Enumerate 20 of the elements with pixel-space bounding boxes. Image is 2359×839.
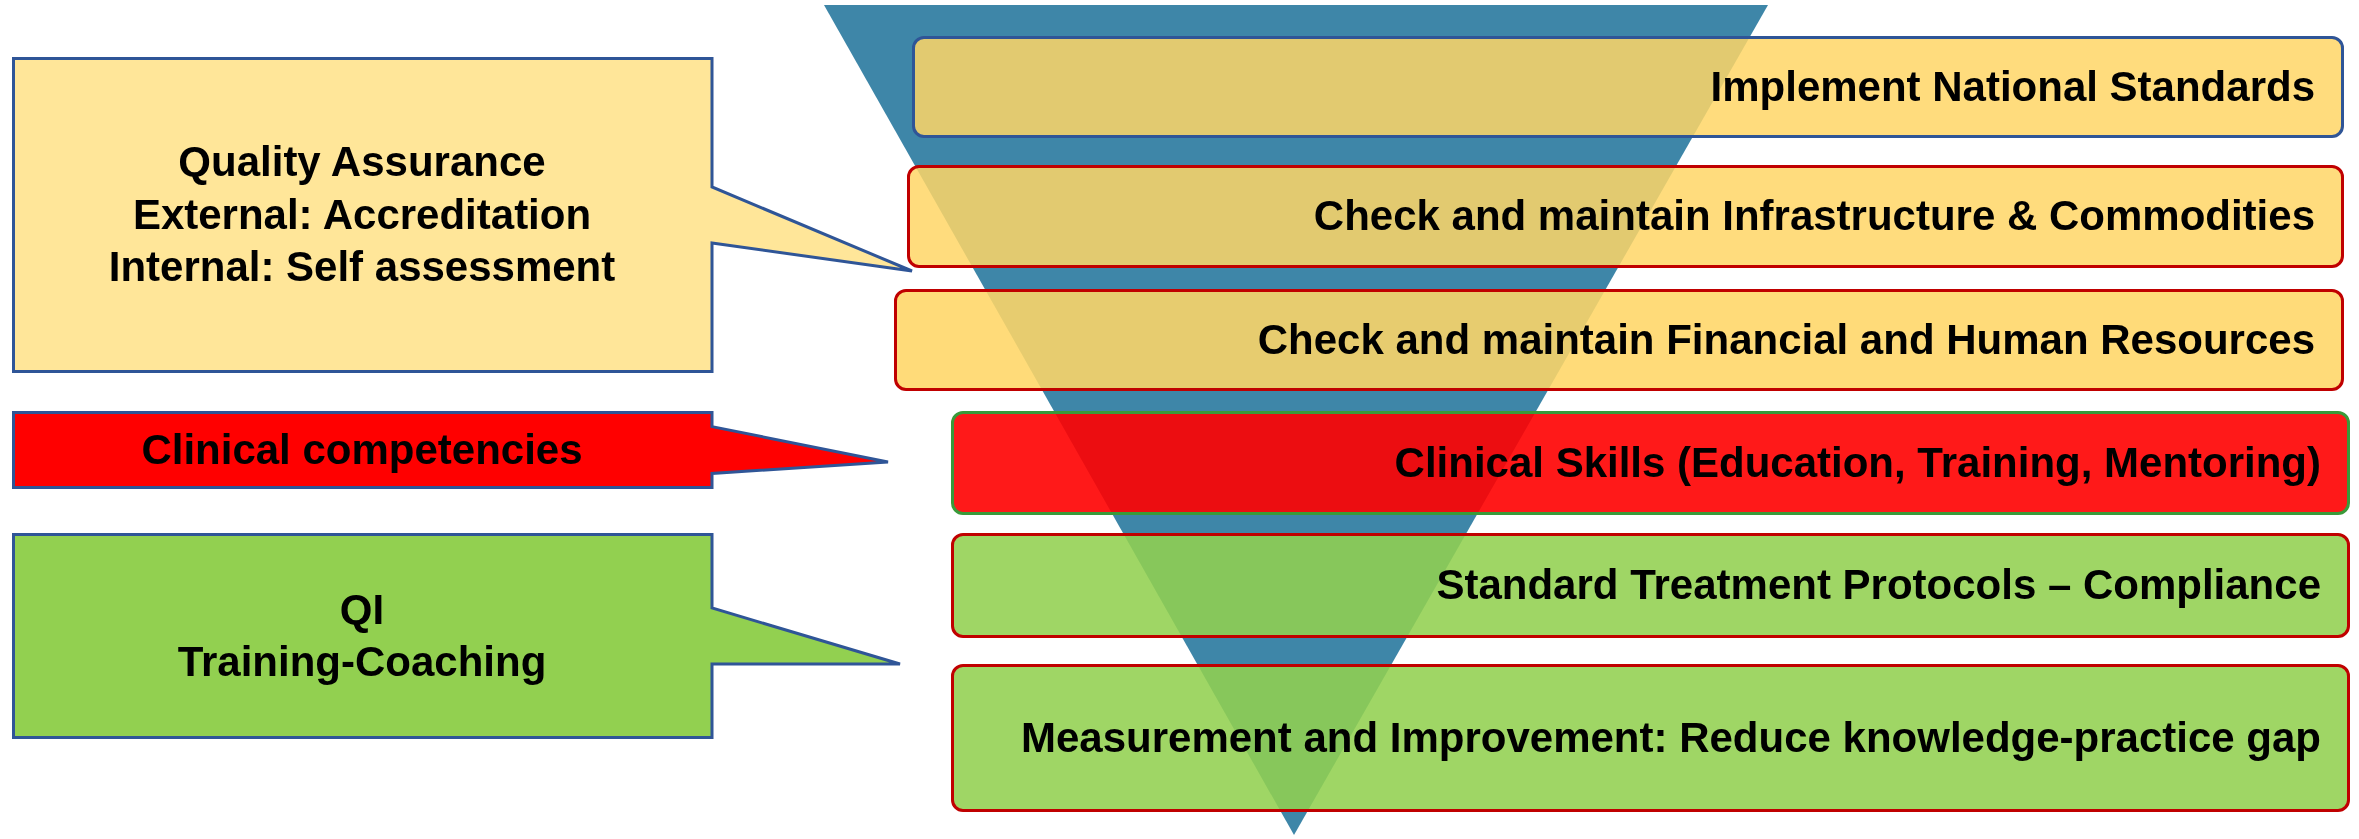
- callout-box: [12, 533, 902, 739]
- step-bar: [894, 289, 2344, 391]
- step-text: Standard Treatment Protocols – Compliance: [1436, 560, 2321, 611]
- step-bar: [907, 165, 2344, 268]
- callout-text: Quality Assurance: [178, 137, 546, 188]
- callout-text: External: Accreditation: [132, 189, 592, 240]
- callout-text: Training-Coaching: [177, 637, 547, 687]
- step-text: Check and maintain Financial and Human Resources: [1257, 314, 2315, 365]
- step-bar: [951, 533, 2350, 638]
- step-text: Measurement and Improvement: Reduce knowledge-practice gap: [1021, 712, 2321, 763]
- callout-text: Internal: Self assessment: [108, 242, 616, 293]
- step-text: Clinical Skills (Education, Training, Mentoring): [1394, 437, 2321, 488]
- callout-text: Clinical competencies: [141, 424, 583, 475]
- step-text: Check and maintain Infrastructure & Commodities: [1313, 191, 2315, 242]
- step-bar: [951, 664, 2350, 812]
- callout-box: [12, 57, 912, 373]
- step-text: Implement National Standards: [1710, 61, 2315, 112]
- step-bar: [951, 411, 2350, 515]
- callout-text: QI: [339, 584, 385, 635]
- step-bar: [912, 36, 2344, 138]
